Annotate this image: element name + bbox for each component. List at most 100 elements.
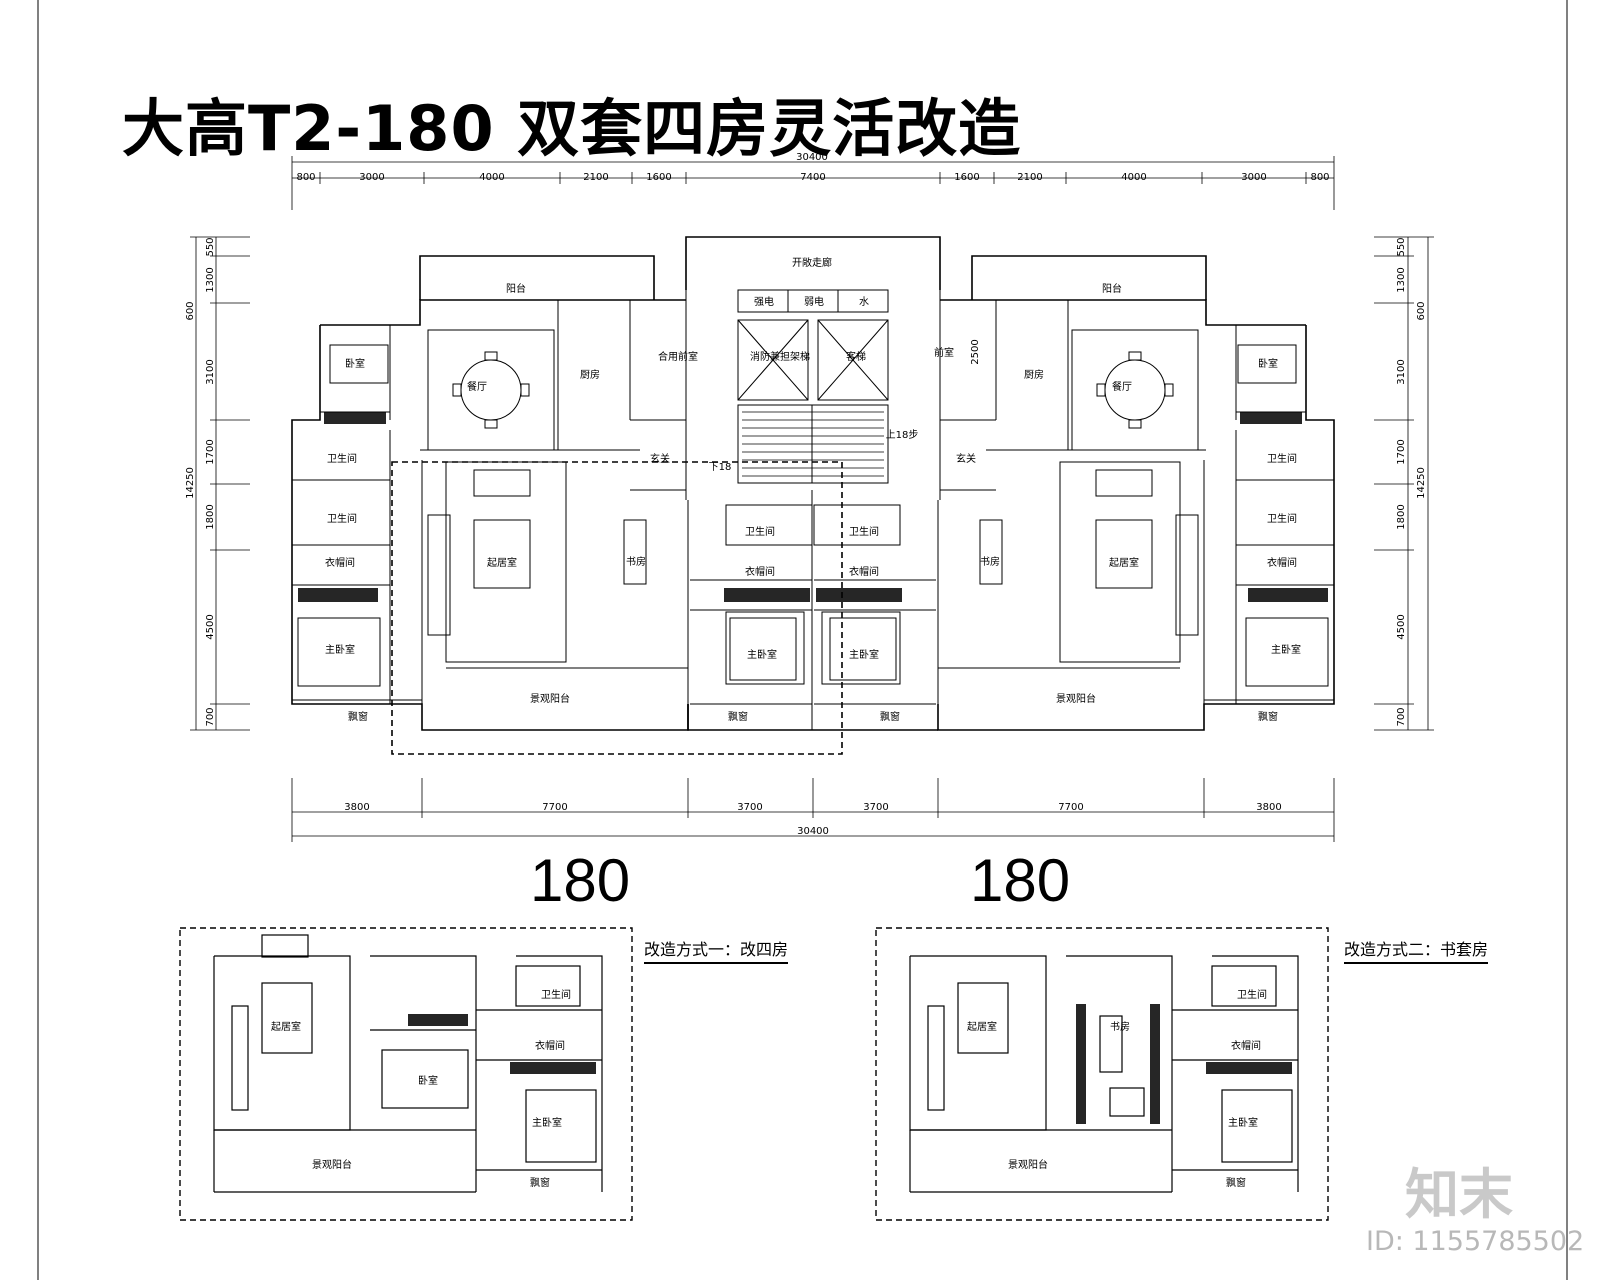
- dim-top-seg: 800: [296, 172, 315, 183]
- room-closet: 衣帽间: [745, 565, 775, 578]
- dim-left-seg: 4500: [205, 614, 216, 639]
- room-lobby-shared: 合用前室: [658, 350, 698, 363]
- room-closet: 衣帽间: [535, 1039, 565, 1052]
- dim-top-seg: 1600: [954, 172, 979, 183]
- scheme2-wardrobes: [1076, 1004, 1292, 1124]
- room-lobby: 前室: [934, 346, 954, 359]
- room-living: 起居室: [967, 1020, 997, 1033]
- unit-area-left: 180: [530, 847, 631, 914]
- stair: [742, 411, 884, 477]
- dim-top-seg: 1600: [646, 172, 671, 183]
- scheme2-labels: 起居室 书房 卫生间 衣帽间 主卧室 景观阳台 飘窗: [967, 988, 1267, 1189]
- room-master: 主卧室: [1271, 643, 1301, 656]
- dim-top-seg: 4000: [1121, 172, 1146, 183]
- room-balcony: 阳台: [1102, 282, 1122, 295]
- dim-left-seg: 700: [205, 707, 216, 726]
- dim-left-total: 14250: [185, 467, 196, 499]
- room-living: 起居室: [1109, 556, 1139, 569]
- room-view-balcony: 景观阳台: [312, 1158, 352, 1171]
- watermark-id: ID: 1155785502: [1366, 1226, 1585, 1257]
- room-study: 书房: [626, 555, 646, 568]
- room-balcony: 阳台: [506, 282, 526, 295]
- left-dimension-chain: [190, 236, 250, 731]
- wardrobe-strips: [298, 412, 1328, 602]
- room-vestibule: 玄关: [956, 452, 976, 465]
- scheme1-wardrobes: [408, 1014, 596, 1074]
- room-bathroom: 卫生间: [1267, 512, 1297, 525]
- dim-bottom-seg: 3800: [1256, 802, 1281, 813]
- dim-bottom-seg: 7700: [542, 802, 567, 813]
- dim-top-seg: 4000: [479, 172, 504, 183]
- dim-top-total: 30400: [796, 152, 828, 163]
- dim-right-total: 14250: [1416, 467, 1427, 499]
- sheet-frame: [37, 0, 1568, 1280]
- dim-bottom-seg: 3700: [737, 802, 762, 813]
- room-vestibule: 玄关: [650, 452, 670, 465]
- room-kitchen: 厨房: [580, 368, 600, 381]
- room-bay: 飘窗: [1226, 1176, 1246, 1189]
- scheme1-frame: [179, 927, 633, 1221]
- main-plan-walls: [291, 236, 1335, 731]
- room-bay: 飘窗: [530, 1176, 550, 1189]
- dim-right-sub: 600: [1416, 301, 1427, 320]
- scheme2-label: 改造方式二：书套房: [1344, 936, 1489, 964]
- lobby-depth: 2500: [970, 339, 981, 364]
- room-closet: 衣帽间: [1231, 1039, 1261, 1052]
- dim-right-seg: 4500: [1396, 614, 1407, 639]
- room-dining: 餐厅: [467, 380, 487, 393]
- dim-right-seg: 550: [1396, 237, 1407, 256]
- bottom-dimension-labels: 3800 7700 3700 3700 7700 3800 30400: [344, 802, 1281, 837]
- room-dining: 餐厅: [1112, 380, 1132, 393]
- top-dimension-labels: 30400 800 3000 4000 2100 1600 7400 1600 …: [296, 152, 1329, 183]
- right-dimension-chain: [1374, 236, 1434, 731]
- room-closet: 衣帽间: [849, 565, 879, 578]
- scheme2-walls: [909, 955, 1299, 1193]
- page-title: 大高T2-180 双套四房灵活改造: [122, 92, 1022, 165]
- top-dimension-chain: [291, 156, 1335, 210]
- dim-left-seg: 1300: [205, 267, 216, 292]
- dim-bottom-seg: 7700: [1058, 802, 1083, 813]
- dim-bottom-seg: 3700: [863, 802, 888, 813]
- dim-top-seg: 800: [1310, 172, 1329, 183]
- main-plan-interior: [292, 289, 1334, 730]
- room-living: 起居室: [487, 556, 517, 569]
- room-master: 主卧室: [747, 648, 777, 661]
- room-bathroom: 卫生间: [541, 988, 571, 1001]
- dim-right-seg: 3100: [1396, 359, 1407, 384]
- room-fire-elevator: 消防兼担架梯: [750, 350, 810, 363]
- dim-top-seg: 3000: [359, 172, 384, 183]
- scheme2-frame: [875, 927, 1329, 1221]
- room-bedroom: 卧室: [418, 1074, 438, 1087]
- dim-top-seg: 3000: [1241, 172, 1266, 183]
- room-corridor: 开敞走廊: [792, 256, 832, 269]
- room-strong-elec: 强电: [754, 295, 774, 308]
- scheme1-labels: 起居室 卧室 卫生间 衣帽间 主卧室 景观阳台 飘窗: [271, 988, 571, 1189]
- dim-right-seg: 1700: [1396, 439, 1407, 464]
- room-labels: 阳台 阳台 卧室 卧室 餐厅 餐厅 厨房 厨房 合用前室 前室 2500 玄关 …: [325, 256, 1301, 723]
- room-living: 起居室: [271, 1020, 301, 1033]
- dim-left-sub: 600: [185, 301, 196, 320]
- room-bay: 飘窗: [728, 710, 748, 723]
- scheme1-walls: [213, 934, 603, 1193]
- room-bathroom: 卫生间: [327, 512, 357, 525]
- room-passenger-elevator: 客梯: [846, 350, 866, 363]
- dim-bottom-total: 30400: [797, 826, 829, 837]
- room-closet: 衣帽间: [1267, 556, 1297, 569]
- room-bathroom: 卫生间: [327, 452, 357, 465]
- dim-right-seg: 1800: [1396, 504, 1407, 529]
- room-view-balcony: 景观阳台: [1056, 692, 1096, 705]
- left-dimension-labels: 550 1300 3100 1700 1800 4500 700 600 142…: [185, 237, 216, 726]
- room-closet: 衣帽间: [325, 556, 355, 569]
- dim-top-seg: 2100: [1017, 172, 1042, 183]
- dining-tables: [452, 351, 1174, 429]
- room-bathroom: 卫生间: [745, 525, 775, 538]
- unit-area-right: 180: [970, 847, 1071, 914]
- room-weak-elec: 弱电: [804, 295, 824, 308]
- room-view-balcony: 景观阳台: [530, 692, 570, 705]
- stair-down: 下18: [709, 462, 732, 473]
- dim-left-seg: 550: [205, 237, 216, 256]
- room-bay: 飘窗: [348, 710, 368, 723]
- room-kitchen: 厨房: [1024, 368, 1044, 381]
